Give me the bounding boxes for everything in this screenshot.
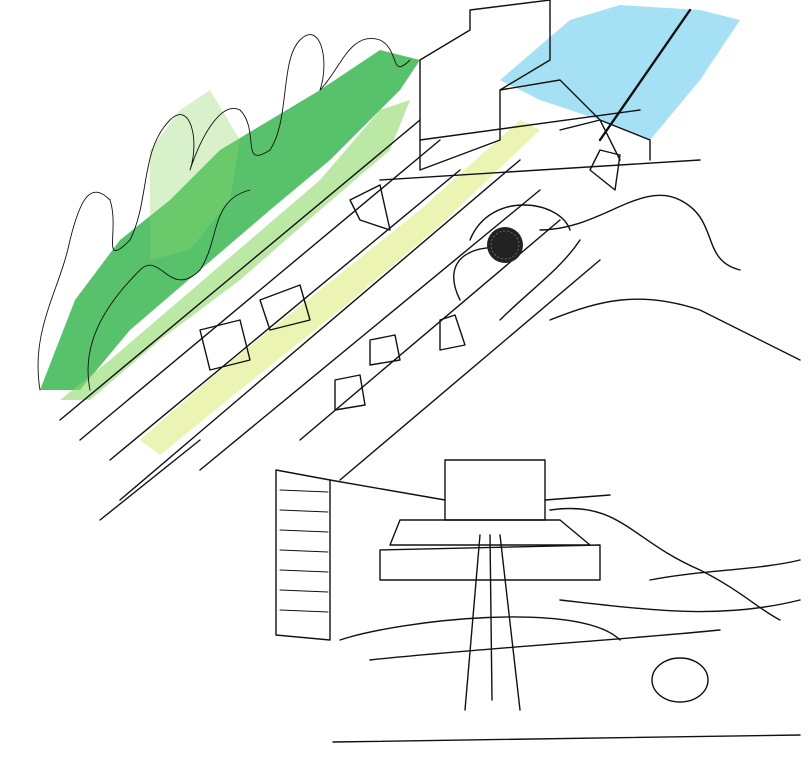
tree-outlines: [37, 34, 411, 391]
upper-perspective-lines: [59, 0, 701, 521]
highlight-strip: [140, 120, 540, 455]
fountain: [487, 227, 523, 263]
greenery-band: [40, 50, 420, 400]
lower-building-sketch: [275, 194, 801, 743]
glass-roof: [500, 5, 740, 140]
